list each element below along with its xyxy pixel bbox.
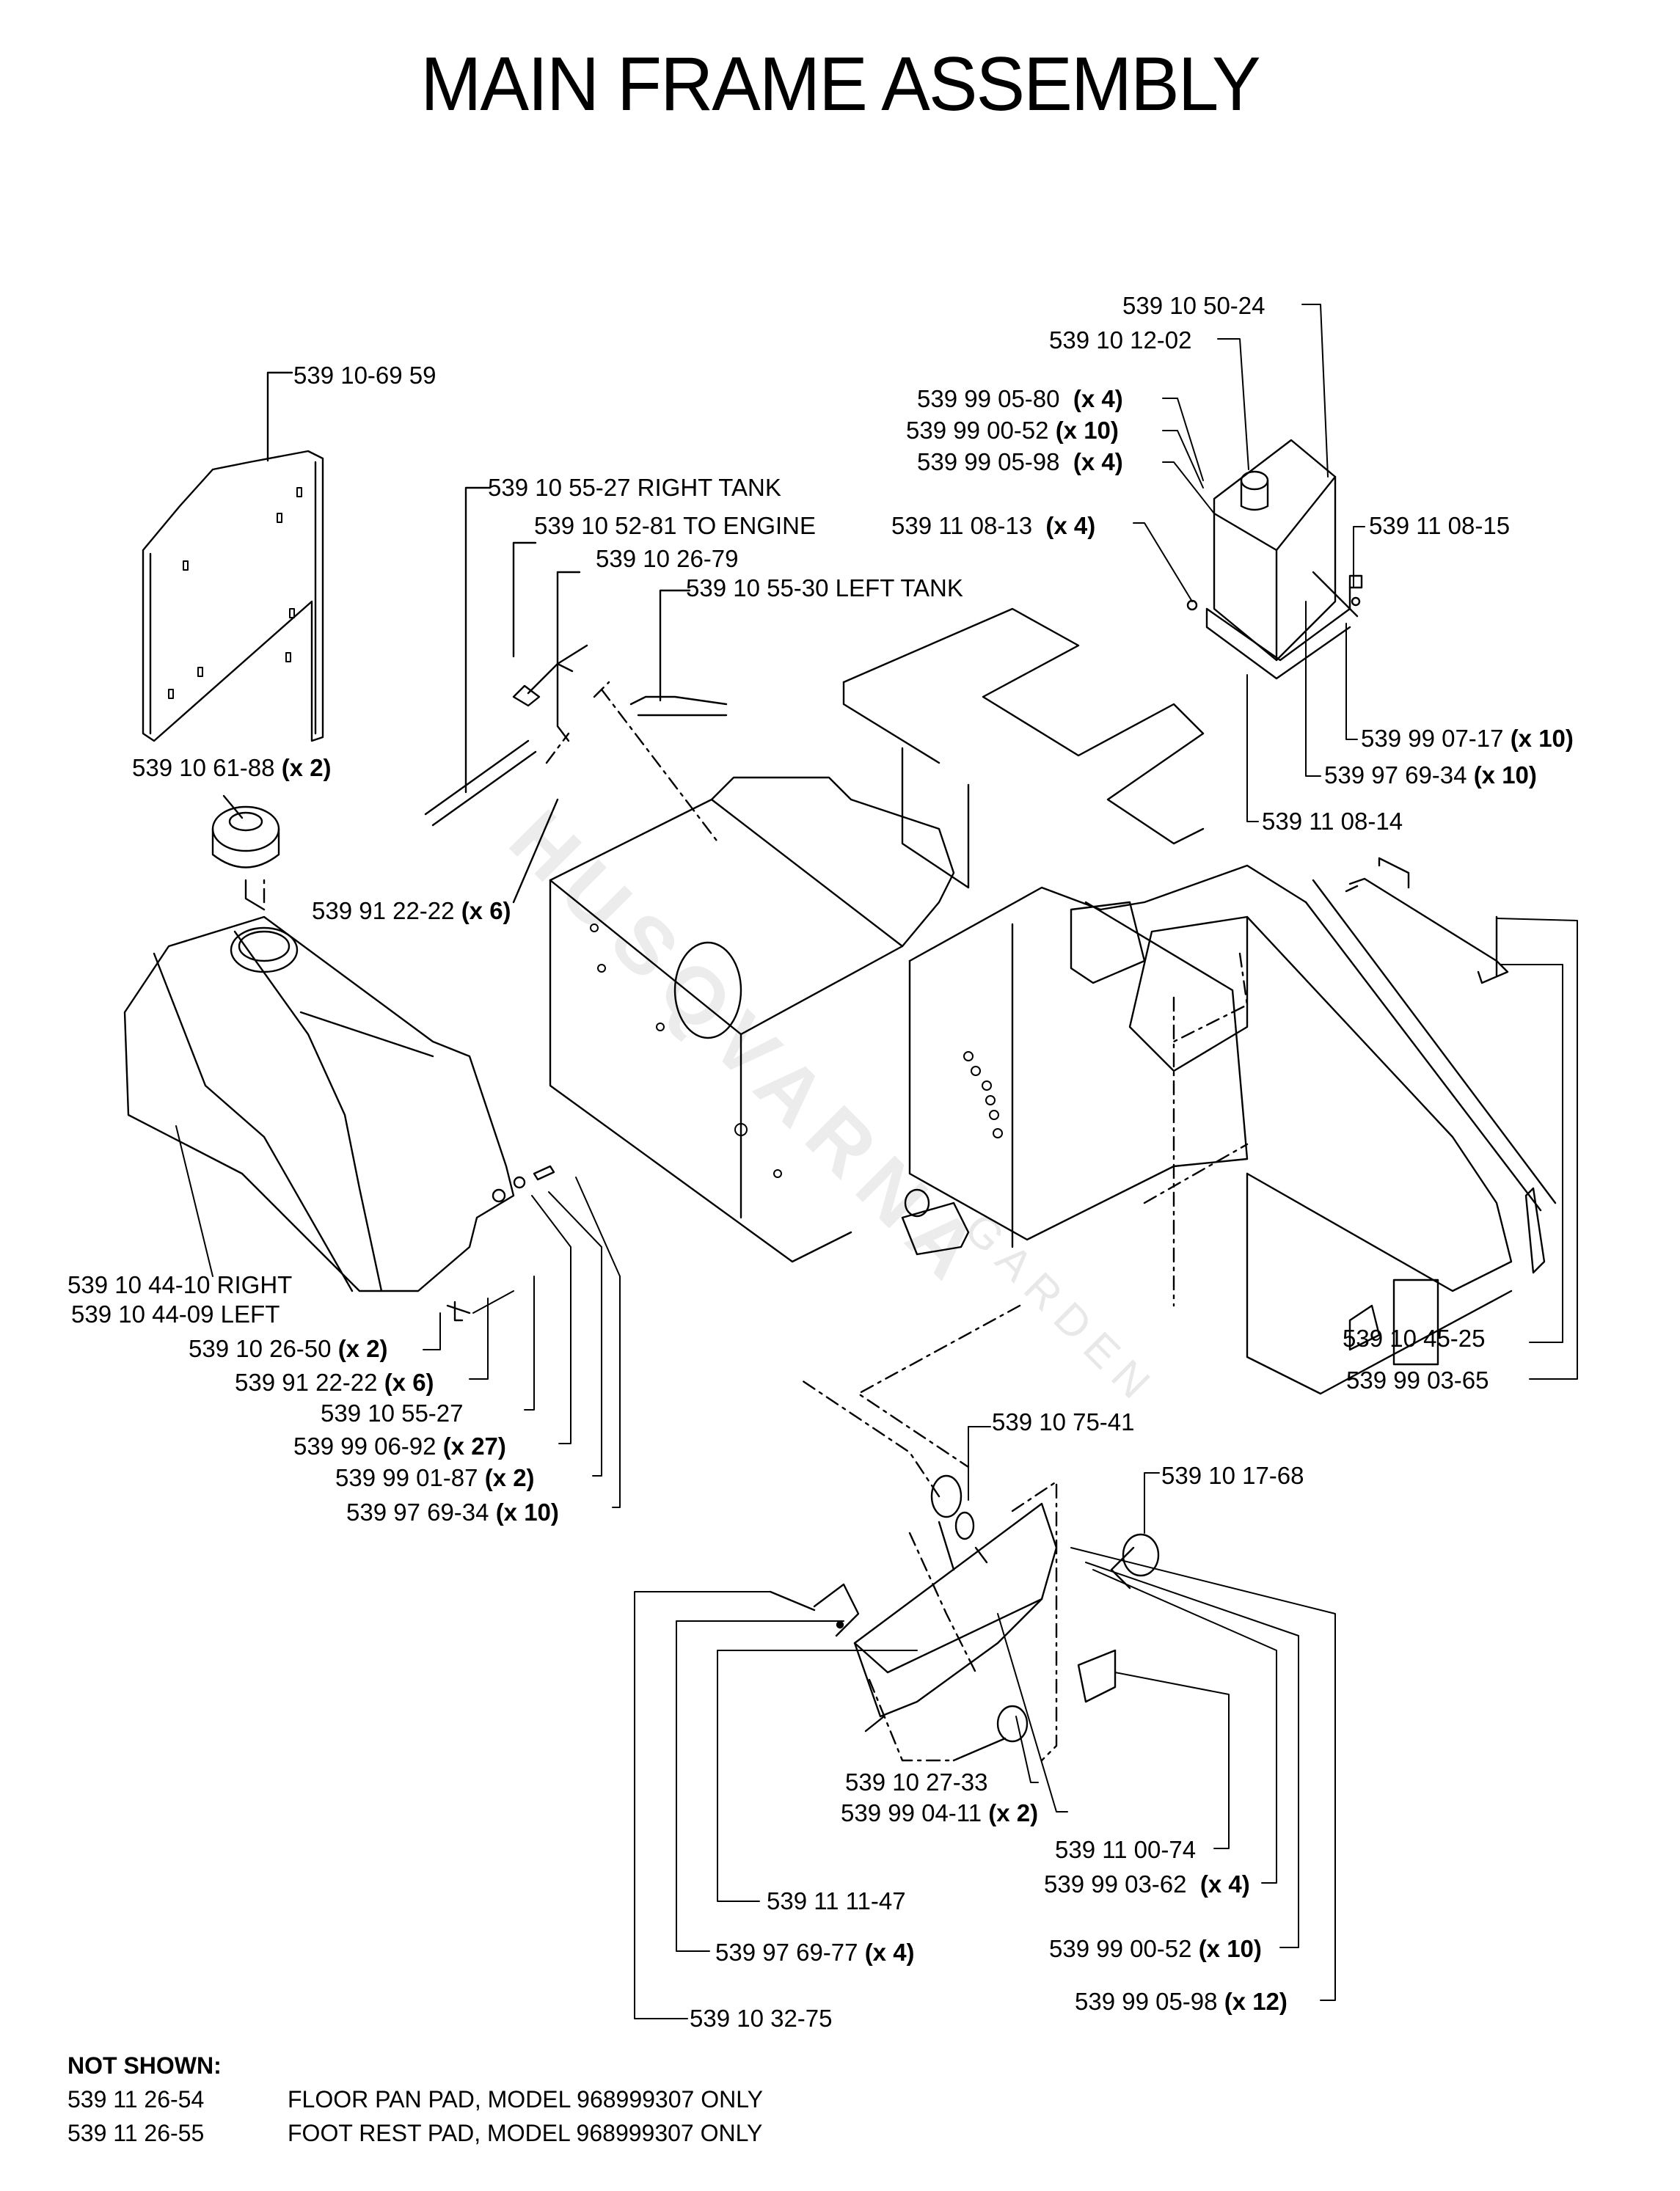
fuel-cap-part (211, 794, 280, 911)
lower-bracket-part (769, 1378, 1160, 1762)
callout-label: 539 99 04-11 (x 2) (841, 1799, 1039, 1826)
callout-label: 539 99 05-80 (x 4) (917, 385, 1123, 412)
callout-label: 539 10 55-27 RIGHT TANK (488, 474, 781, 501)
callout-label: 539 10 52-81 TO ENGINE (534, 512, 816, 539)
callout-label: 539 11 08-13 (x 4) (891, 512, 1096, 539)
callout-label: 539 10 12-02 (1049, 326, 1192, 354)
main-frame-part (549, 607, 1557, 1468)
control-rod-part (1345, 877, 1509, 984)
callout-label: 539 10 32-75 (690, 2005, 833, 2032)
callout-label: 539 99 05-98 (x 4) (917, 448, 1123, 475)
callout-label: 539 10 26-50 (x 2) (189, 1335, 388, 1362)
callout-label: 539 99 00-52 (x 10) (1049, 1935, 1262, 1962)
callout-label: 539 10 50-24 (1122, 292, 1266, 319)
callout-label: 539 10 75-41 (992, 1408, 1135, 1435)
callout-label: 539 10 44-09 LEFT (71, 1301, 280, 1328)
callout-label: 539 10 27-33 (845, 1768, 988, 1796)
page-title: MAIN FRAME ASSEMBLY (420, 42, 1260, 127)
leader-lines (175, 304, 1578, 2019)
callout-label: 539 99 00-52 (x 10) (906, 417, 1119, 444)
callout-label: 539 10 44-10 RIGHT (67, 1271, 293, 1298)
callout-label: 539 10 17-68 (1161, 1462, 1304, 1489)
not-shown-part: 539 11 26-55 (67, 2120, 205, 2146)
callout-label: 539 10 45-25 (1343, 1325, 1486, 1352)
callout-label: 539 97 69-77 (x 4) (715, 1939, 915, 1966)
callout-label: 539 10 55-30 LEFT TANK (686, 574, 963, 601)
seat-panel-part (142, 371, 324, 742)
callout-label: 539 91 22-22 (x 6) (235, 1369, 434, 1396)
callout-label: 539 97 69-34 (x 10) (1324, 761, 1537, 789)
not-shown-description: FOOT REST PAD, MODEL 968999307 ONLY (288, 2120, 763, 2146)
callout-label: 539 11 00-74 (1055, 1836, 1197, 1863)
not-shown-part: 539 11 26-54 (67, 2086, 205, 2113)
not-shown-description: FLOOR PAN PAD, MODEL 968999307 ONLY (288, 2086, 763, 2113)
fuel-line-parts (424, 486, 728, 904)
callout-label: 539 99 01-87 (x 2) (335, 1464, 535, 1491)
callout-label: 539 10 61-88 (x 2) (132, 754, 332, 781)
not-shown-heading: NOT SHOWN: (67, 2052, 222, 2079)
callout-label: 539 10-69 59 (293, 362, 437, 389)
callout-label: 539 99 03-62 (x 4) (1044, 1870, 1250, 1898)
not-shown-item: 539 11 26-54 FLOOR PAN PAD, MODEL 9689993… (67, 2082, 763, 2116)
callout-label: 539 97 69-34 (x 10) (346, 1499, 559, 1526)
callout-label: 539 99 03-65 (1346, 1367, 1489, 1394)
callout-label: 539 99 07-17 (x 10) (1361, 725, 1574, 752)
callout-label: 539 11 08-15 (1369, 512, 1511, 539)
not-shown-list: NOT SHOWN: 539 11 26-54 FLOOR PAN PAD, MO… (67, 2049, 763, 2150)
callout-label: 539 10 26-79 (596, 545, 739, 572)
callout-label: 539 99 05-98 (x 12) (1075, 1988, 1288, 2015)
fuel-tank-part (123, 875, 515, 1292)
callout-label: 539 11 11-47 (767, 1887, 906, 1914)
callout-label: 539 11 08-14 (1262, 808, 1403, 835)
not-shown-item: 539 11 26-55 FOOT REST PAD, MODEL 9689993… (67, 2116, 763, 2150)
callout-label: 539 10 55-27 (321, 1400, 464, 1427)
callout-label: 539 99 06-92 (x 27) (293, 1433, 506, 1460)
tank-hardware-parts (446, 1165, 555, 1322)
reservoir-part (1186, 439, 1363, 680)
callout-label: 539 91 22-22 (x 6) (312, 897, 511, 924)
